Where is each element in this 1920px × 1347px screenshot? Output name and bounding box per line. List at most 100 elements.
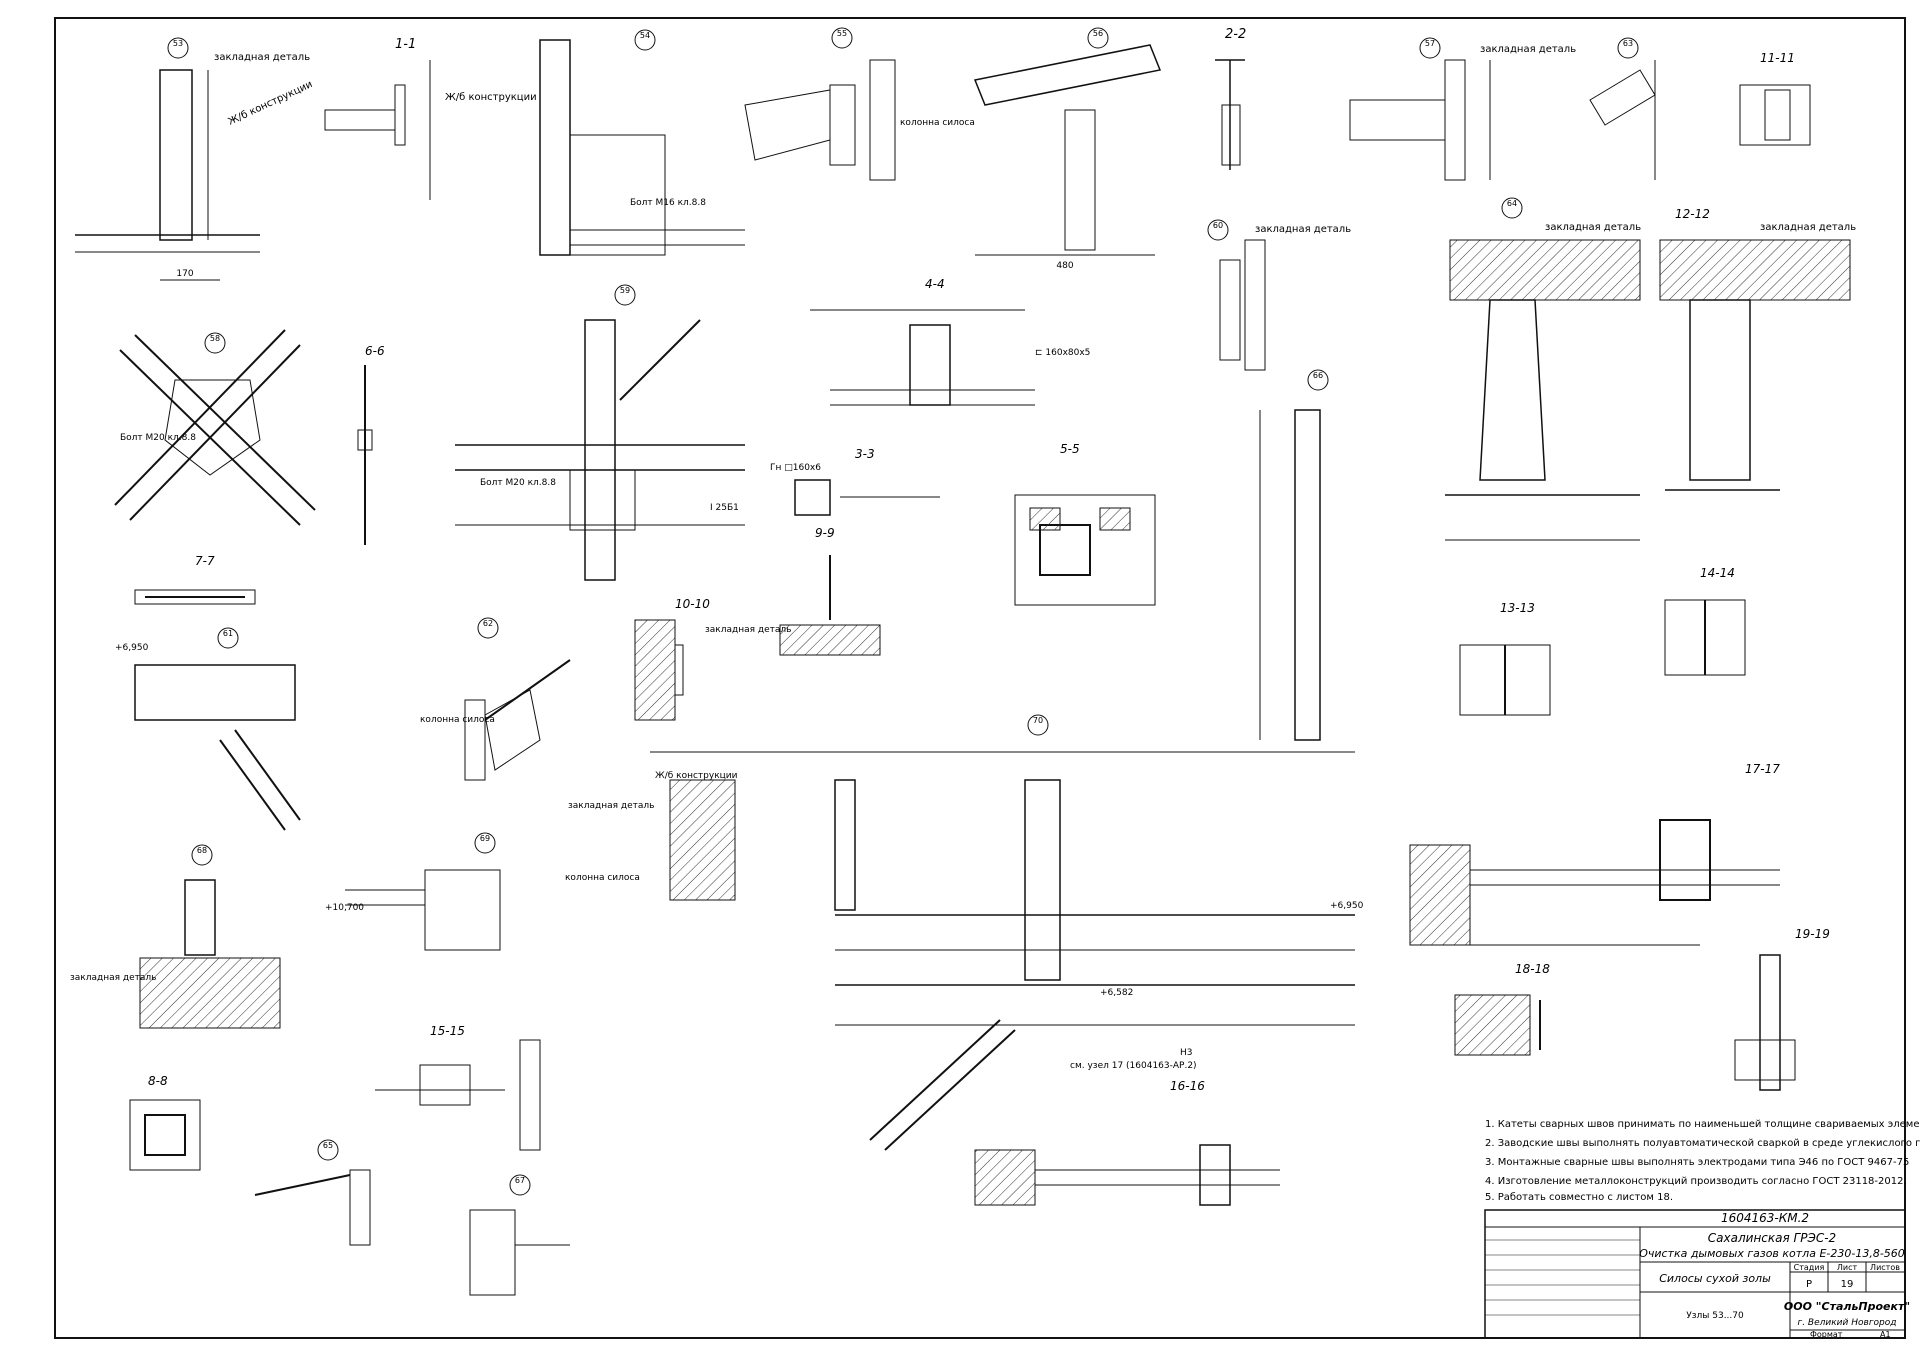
- section-label-9-9: 9-9: [815, 526, 835, 540]
- section-label-14-14: 14-14: [1700, 566, 1735, 580]
- project-line1: Сахалинская ГРЭС-2: [1708, 1231, 1836, 1245]
- section-11-11: 11-11: [1739, 51, 1811, 146]
- section-label-4-4: 4-4: [925, 277, 945, 291]
- section-label-17-17: 17-17: [1745, 762, 1780, 776]
- note-3: 3. Монтажные сварные швы выполнять элект…: [1485, 1157, 1909, 1168]
- title-block: 1604163-КМ.2 Сахалинская ГРЭС-2 Очистка …: [1484, 1209, 1910, 1339]
- section-label-12-12: 12-12: [1675, 207, 1710, 221]
- section-14-14: 14-14: [1664, 566, 1746, 676]
- label-embed-1010: закладная деталь: [705, 625, 791, 635]
- project-line2: Очистка дымовых газов котла Е-230-13,8-5…: [1639, 1247, 1905, 1260]
- node-56: 56 480: [973, 27, 1162, 271]
- section-16-16: 16-16: [974, 1079, 1280, 1206]
- section-12-12: 12-12 закладная деталь: [1659, 207, 1856, 491]
- node-54: 54 Болт М16 кл.8.8: [539, 29, 745, 256]
- label-col-62: колонна силоса: [420, 715, 495, 725]
- sheet-number: 19: [1841, 1279, 1854, 1290]
- section-13-13: 13-13: [1459, 601, 1551, 716]
- section-19-19: 19-19: [1734, 927, 1830, 1091]
- label-i25-59: I 25Б1: [710, 503, 739, 513]
- node-58: 58 Болт М20 кл.8.8: [114, 329, 316, 526]
- callout-62: 62: [483, 619, 493, 628]
- node-66: 66: [1259, 369, 1329, 741]
- label-col-69: колонна силоса: [565, 873, 640, 883]
- label-embed-64: закладная деталь: [1545, 222, 1641, 233]
- node-62: 62 колонна силоса: [420, 617, 571, 781]
- callout-56: 56: [1093, 29, 1103, 38]
- label-embed-1212: закладная деталь: [1760, 222, 1856, 233]
- node-57: 57 закладная деталь: [1349, 37, 1576, 181]
- section-label-2-2: 2-2: [1225, 27, 1246, 42]
- format-label: Формат: [1810, 1330, 1843, 1339]
- node-69: 69 +10,700 колонна силоса: [325, 832, 640, 951]
- note-2: 2. Заводские швы выполнять полуавтоматич…: [1485, 1138, 1920, 1149]
- section-label-13-13: 13-13: [1500, 601, 1535, 615]
- section-8-8: 8-8: [129, 1074, 201, 1171]
- label-ch160-44: ⊏ 160х80х5: [1035, 348, 1090, 358]
- section-label-1-1: 1-1: [395, 37, 416, 52]
- dim-480: 480: [1056, 261, 1073, 271]
- section-10-10: 10-10 закладная деталь: [634, 597, 791, 721]
- label-embed-57: закладная деталь: [1480, 44, 1576, 55]
- node-61: 61 +6,950: [115, 627, 301, 831]
- note-4: 4. Изготовление металлоконструкций произ…: [1485, 1176, 1907, 1187]
- section-5-5: 5-5: [1014, 442, 1156, 606]
- label-embed-70: закладная деталь: [568, 801, 654, 811]
- node-55: 55 колонна силоса: [744, 27, 975, 181]
- section-label-19-19: 19-19: [1795, 927, 1830, 941]
- stage-header: Стадия: [1794, 1263, 1825, 1272]
- section-label-11-11: 11-11: [1760, 51, 1795, 65]
- callout-61: 61: [223, 629, 233, 638]
- label-embed-53: закладная деталь: [214, 52, 310, 63]
- node-63: 63: [1589, 37, 1656, 180]
- sheet-content: Узлы 53...70: [1686, 1311, 1744, 1321]
- sheet-frame: [54, 17, 1906, 1339]
- drawing-title: Силосы сухой золы: [1659, 1272, 1771, 1285]
- node-70: 70 +6,950 +6,582 Н3 см. узел 17 (1604163…: [568, 714, 1364, 1151]
- label-rc-53: Ж/б конструкции: [227, 79, 315, 128]
- section-label-5-5: 5-5: [1060, 442, 1080, 456]
- section-3-3: 3-3 Гн □160х6: [770, 447, 940, 516]
- company-name: ООО "СтальПроект": [1784, 1300, 1910, 1313]
- section-9-9: 9-9: [779, 526, 881, 656]
- label-embed-68: закладная деталь: [70, 973, 156, 983]
- label-bolt-54: Болт М16 кл.8.8: [630, 198, 706, 208]
- callout-53: 53: [173, 39, 183, 48]
- section-label-15-15: 15-15: [430, 1024, 465, 1038]
- callout-54: 54: [640, 31, 650, 40]
- note-1: 1. Катеты сварных швов принимать по наим…: [1485, 1119, 1920, 1130]
- section-label-18-18: 18-18: [1515, 962, 1550, 976]
- callout-57: 57: [1425, 39, 1435, 48]
- label-elev-69: +10,700: [325, 903, 364, 913]
- section-label-6-6: 6-6: [365, 344, 385, 358]
- callout-69: 69: [480, 834, 490, 843]
- callout-66: 66: [1313, 371, 1323, 380]
- sheets-header: Листов: [1870, 1263, 1900, 1272]
- node-53: 53 закладная деталь Ж/б конструкции 170: [75, 37, 315, 281]
- node-64: 64 закладная деталь: [1445, 197, 1641, 541]
- sheet-code: 1604163-КМ.2: [1721, 1211, 1809, 1225]
- node-65: 65: [254, 1139, 371, 1246]
- sheet-header: Лист: [1837, 1263, 1858, 1272]
- section-label-7-7: 7-7: [195, 554, 215, 568]
- section-2-2: 2-2: [1215, 27, 1246, 170]
- label-h3: Н3: [1180, 1048, 1193, 1058]
- format-value: А1: [1880, 1330, 1891, 1339]
- note-5: 5. Работать совместно с листом 18.: [1485, 1192, 1673, 1203]
- label-embed-60: закладная деталь: [1255, 224, 1351, 235]
- callout-55: 55: [837, 29, 847, 38]
- node-68: 68 закладная деталь: [70, 844, 281, 1029]
- stage-value: Р: [1806, 1279, 1812, 1290]
- callout-67: 67: [515, 1176, 525, 1185]
- callout-64: 64: [1507, 199, 1517, 208]
- section-4-4: 4-4 ⊏ 160х80х5: [810, 277, 1090, 406]
- callout-58: 58: [210, 334, 220, 343]
- company-city: г. Великий Новгород: [1797, 1318, 1896, 1328]
- label-bolt-59: Болт М20 кл.8.8: [480, 478, 556, 488]
- label-col-55: колонна силоса: [900, 118, 975, 128]
- section-label-16-16: 16-16: [1170, 1079, 1205, 1093]
- general-notes: 1. Катеты сварных швов принимать по наим…: [1485, 1119, 1920, 1203]
- label-elev-70b: +6,582: [1100, 988, 1133, 998]
- node-67: 67: [469, 1174, 570, 1296]
